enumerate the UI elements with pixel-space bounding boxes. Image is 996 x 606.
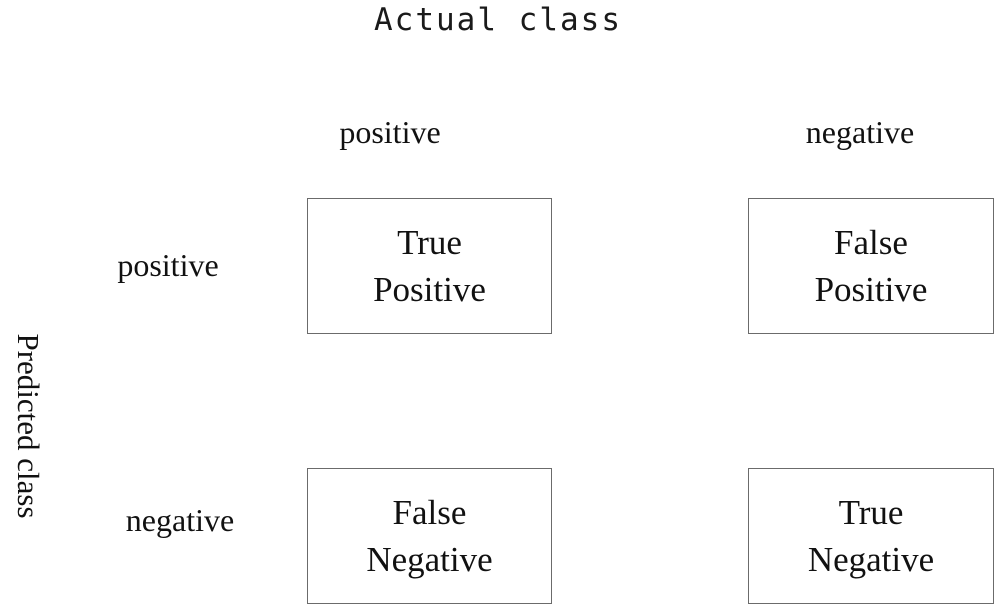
- cell-true-positive-line1: True: [397, 223, 462, 262]
- cell-false-positive: False Positive: [748, 198, 994, 334]
- cell-false-negative-line1: False: [392, 493, 467, 532]
- cell-false-negative: False Negative: [307, 468, 552, 604]
- cell-true-positive-line2: Positive: [373, 270, 486, 309]
- cell-true-negative: True Negative: [748, 468, 994, 604]
- cell-false-positive-line2: Positive: [814, 270, 928, 309]
- cell-true-negative-line1: True: [838, 493, 904, 532]
- column-header-positive: positive: [339, 114, 441, 150]
- row-header-positive: positive: [117, 247, 219, 283]
- cell-false-negative-line2: Negative: [366, 540, 493, 579]
- column-header-negative: negative: [805, 114, 915, 150]
- cell-true-positive: True Positive: [307, 198, 552, 334]
- actual-class-title: Actual class: [374, 2, 622, 38]
- predicted-class-title: Predicted class: [11, 333, 46, 519]
- cell-false-positive-line1: False: [834, 223, 908, 262]
- row-header-negative: negative: [125, 502, 235, 538]
- cell-true-negative-line2: Negative: [807, 540, 935, 579]
